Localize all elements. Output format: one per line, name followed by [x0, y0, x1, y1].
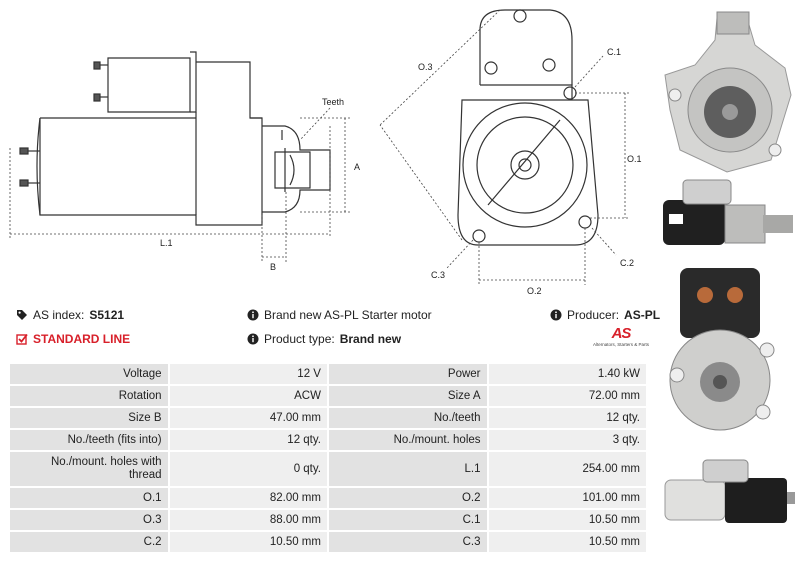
dimension-lines — [9, 107, 350, 262]
photo-front-view — [664, 11, 792, 173]
photo-side-view — [663, 179, 793, 245]
as-index-label: AS index: — [33, 308, 85, 322]
spec-label: Size A — [328, 386, 487, 406]
spec-label: Power — [328, 364, 487, 384]
producer-label: Producer: — [567, 308, 620, 322]
spec-label: Voltage — [10, 364, 168, 384]
photo-rear-view — [669, 268, 775, 431]
product-info: AS index: S5121 STANDARD LINE Brand new … — [16, 308, 660, 354]
label-o1: O.1 — [627, 154, 642, 164]
spec-value: 82.00 mm — [169, 488, 327, 508]
label-c1: C.1 — [607, 47, 621, 57]
spec-label: O.1 — [10, 488, 168, 508]
spec-value: 10.50 mm — [488, 532, 646, 552]
spec-row: No./teeth (fits into)12 qty.No./mount. h… — [10, 430, 646, 450]
as-index-row: AS index: S5121 — [16, 308, 124, 322]
label-a: A — [354, 162, 360, 172]
front-dimension-lines — [379, 9, 630, 285]
spec-value: 12 qty. — [169, 430, 327, 450]
spec-label: No./teeth (fits into) — [10, 430, 168, 450]
label-c2: C.2 — [620, 258, 634, 268]
standard-line-label: STANDARD LINE — [33, 332, 131, 346]
info-icon — [550, 309, 562, 321]
description-text: Brand new AS-PL Starter motor — [264, 308, 432, 322]
spec-value: 1.40 kW — [488, 364, 646, 384]
producer-value: AS-PL — [624, 308, 661, 322]
label-c3: C.3 — [431, 270, 445, 280]
spec-value: 101.00 mm — [488, 488, 646, 508]
producer-row: Producer: AS-PL — [550, 308, 660, 322]
spec-label: C.3 — [328, 532, 487, 552]
label-o2: O.2 — [527, 286, 542, 296]
spec-value: 254.00 mm — [488, 452, 646, 486]
spec-value: 0 qty. — [169, 452, 327, 486]
product-type-value: Brand new — [339, 332, 402, 346]
spec-label: No./mount. holes — [328, 430, 487, 450]
as-logo: AS Alternators, Starters & Parts — [590, 326, 652, 356]
spec-label: O.2 — [328, 488, 487, 508]
side-view — [19, 51, 331, 226]
spec-label: Rotation — [10, 386, 168, 406]
spec-value: 12 qty. — [488, 408, 646, 428]
standard-line-row: STANDARD LINE — [16, 332, 130, 346]
logo-mark: AS — [611, 325, 632, 342]
technical-drawing: Teeth A B L.1 O.3 C.1 O.1 C.2 C.3 O.2 — [9, 9, 642, 296]
spec-value: ACW — [169, 386, 327, 406]
spec-label: C.1 — [328, 510, 487, 530]
spec-value: 72.00 mm — [488, 386, 646, 406]
checkbox-check-icon — [16, 333, 28, 345]
spec-label: O.3 — [10, 510, 168, 530]
tag-icon — [16, 309, 28, 321]
product-type-label: Product type: — [264, 332, 335, 346]
label-l1: L.1 — [160, 238, 173, 248]
as-index-value: S5121 — [89, 308, 125, 322]
spec-value: 47.00 mm — [169, 408, 327, 428]
spec-label: No./teeth — [328, 408, 487, 428]
spec-label: L.1 — [328, 452, 487, 486]
description-row: Brand new AS-PL Starter motor — [247, 308, 432, 322]
spec-value: 88.00 mm — [169, 510, 327, 530]
info-icon — [247, 309, 259, 321]
logo-tagline: Alternators, Starters & Parts — [592, 342, 650, 347]
label-b: B — [270, 262, 276, 272]
spec-value: 10.50 mm — [169, 532, 327, 552]
spec-value: 10.50 mm — [488, 510, 646, 530]
front-view — [457, 9, 599, 246]
label-teeth: Teeth — [322, 97, 344, 107]
spec-label: No./mount. holes with thread — [10, 452, 168, 486]
photo-side-view-2 — [664, 459, 795, 523]
spec-value: 12 V — [169, 364, 327, 384]
label-o3: O.3 — [418, 62, 433, 72]
info-icon — [247, 333, 259, 345]
product-photos — [663, 11, 795, 523]
spec-label: C.2 — [10, 532, 168, 552]
spec-label: Size B — [10, 408, 168, 428]
spec-value: 3 qty. — [488, 430, 646, 450]
product-type-row: Product type: Brand new — [247, 332, 401, 346]
